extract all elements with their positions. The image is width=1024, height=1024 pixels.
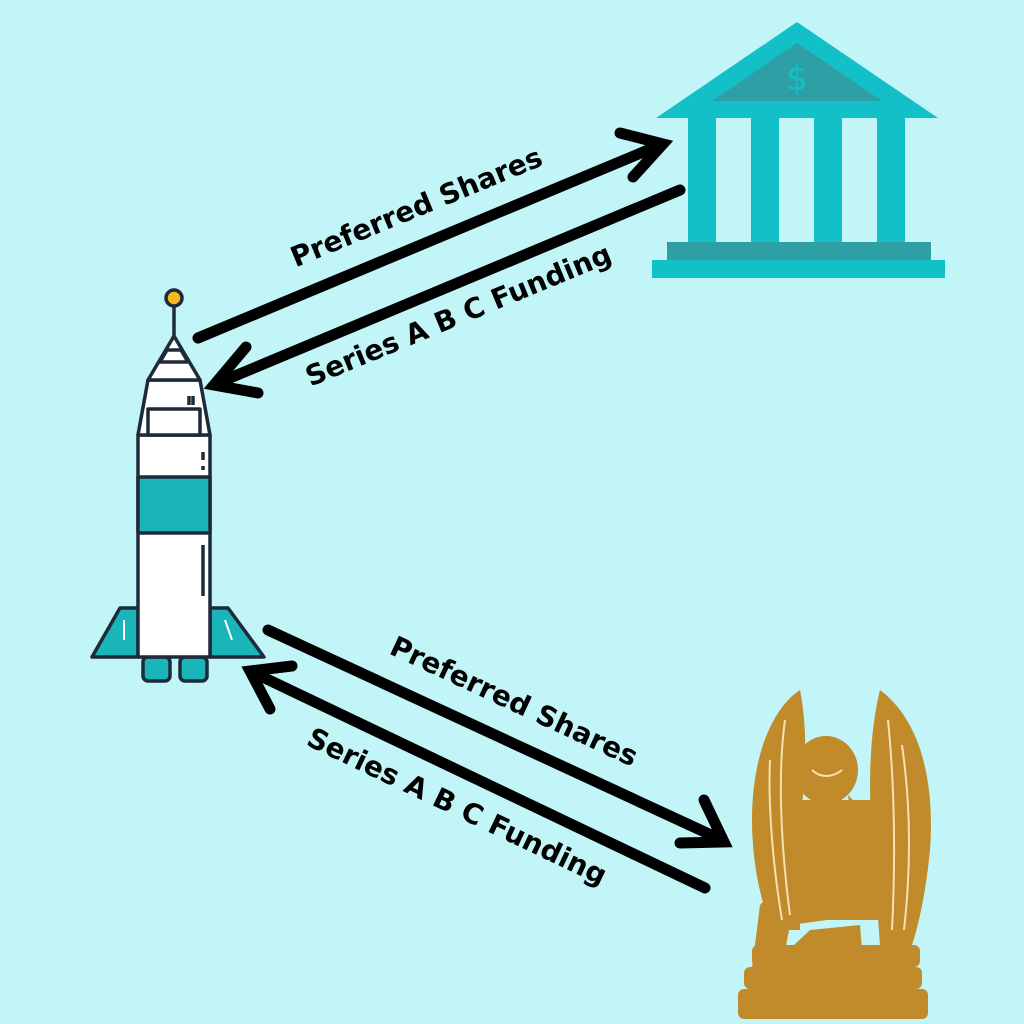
rocket-icon [90,288,266,683]
bottom-lower-label: Series A B C Funding [302,721,612,892]
angel-statue-icon [738,690,931,1019]
arrow-rocket-to-angel [262,624,733,849]
top-lower-label: Series A B C Funding [301,237,617,393]
bank-building-icon: $ [652,22,945,278]
arrow-bank-to-rocket [203,184,686,399]
arrow-angel-to-rocket [241,660,711,894]
dollar-icon: $ [786,59,808,99]
arrow-rocket-to-bank [192,127,674,344]
